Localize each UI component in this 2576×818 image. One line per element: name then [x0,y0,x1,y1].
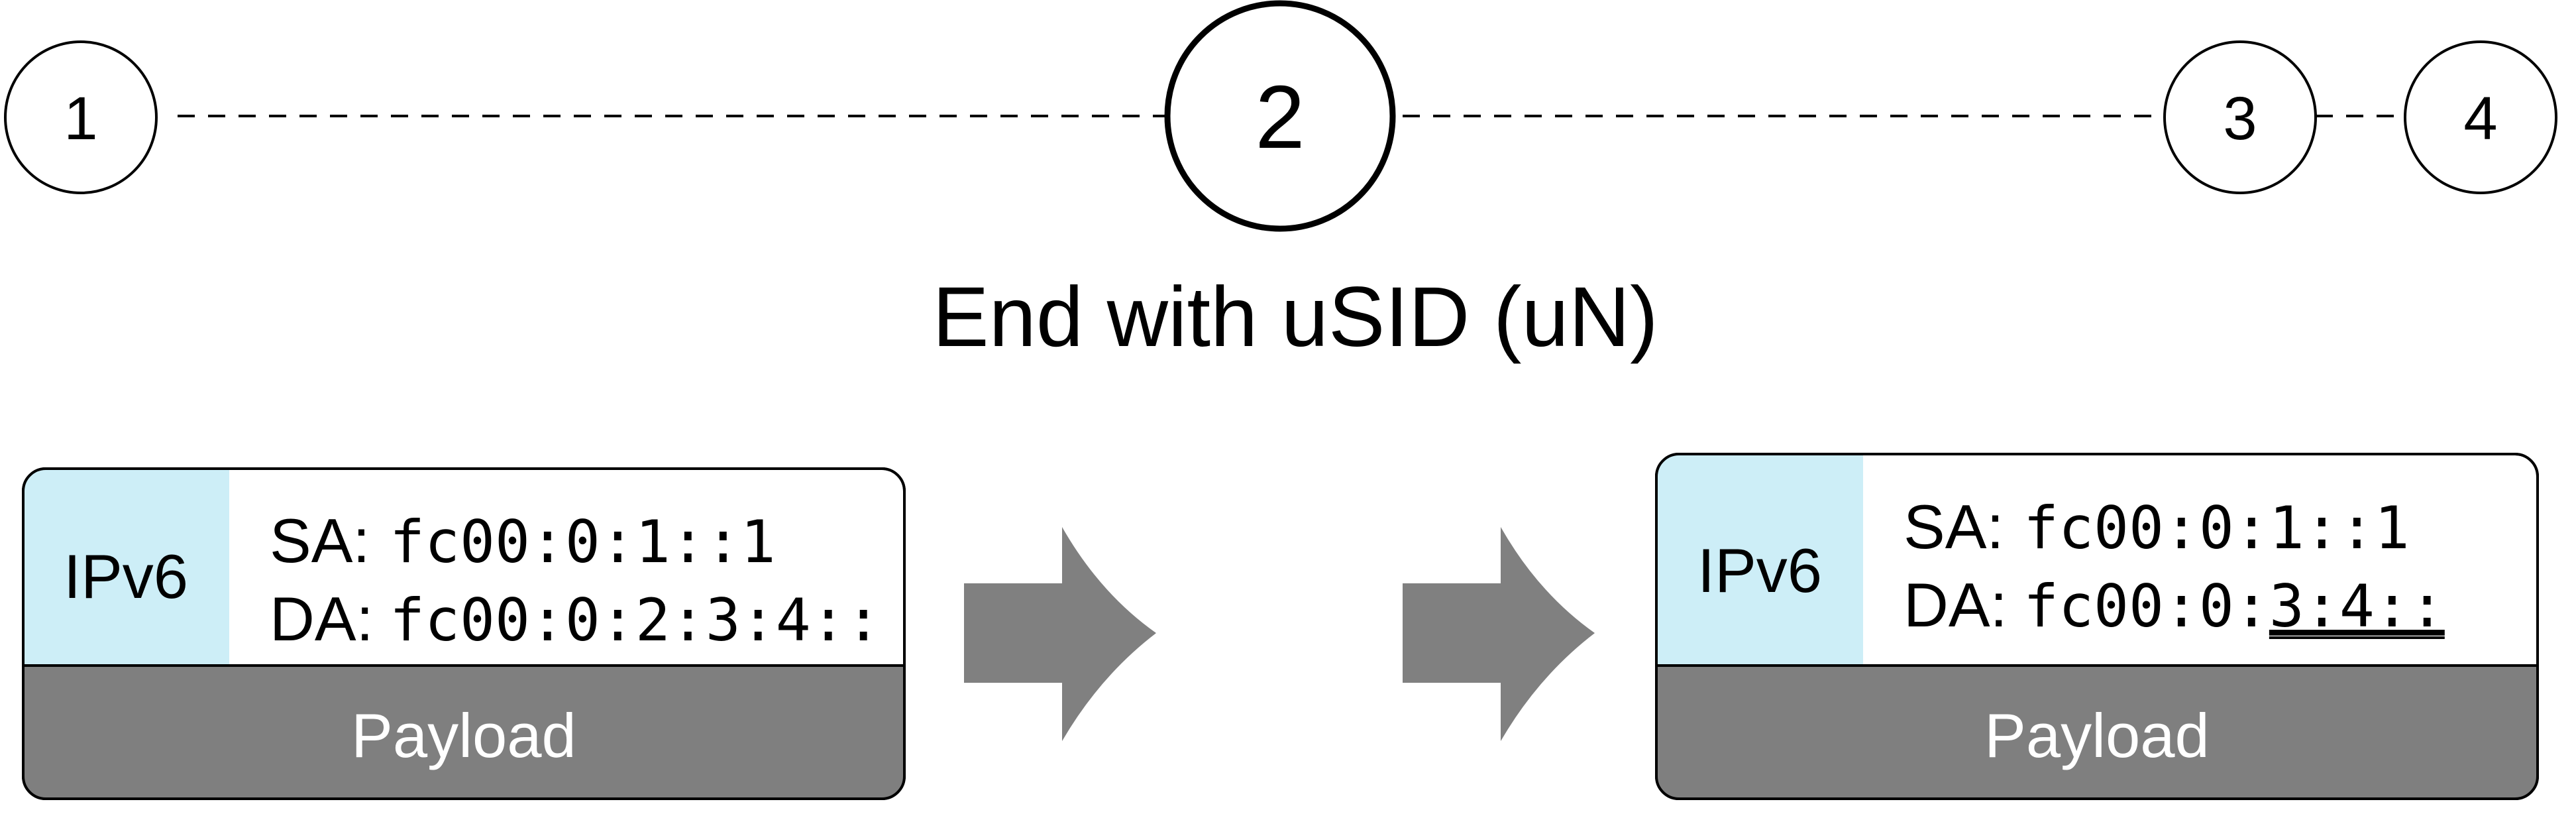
packet-before-payload-label: Payload [351,701,576,770]
packet-after-sa-value: fc00:0:1::1 [2023,494,2410,562]
node-3-label: 3 [2223,85,2257,152]
node-1-circle [4,40,158,194]
packet-before-header-cell [23,469,229,666]
packet-after-header-cell [1656,454,1863,666]
forward-arrow-2 [1403,527,1595,741]
packet-after-da-label: DA: [1904,570,2008,640]
node-4: 4 [2404,40,2557,194]
packet-before-outline-stroke [22,467,906,800]
node-4-circle [2404,40,2557,194]
packet-after-payload-cell [1656,666,2538,799]
packet-before-payload-cell [23,666,904,799]
packet-before: IPv6 SA: fc00:0:1::1 DA: fc00:0:2:3:4:: … [22,467,906,800]
node-1-label: 1 [64,85,97,152]
packet-before-da-label: DA: [270,584,374,654]
node-2-circle [1164,0,1396,232]
node-3-circle [2163,40,2317,194]
packet-after-header-label: IPv6 [1697,536,1822,605]
packet-before-sa-label: SA: [270,506,370,575]
forward-arrow-1 [964,527,1156,741]
node-3: 3 [2163,40,2317,194]
node-4-label: 4 [2463,85,2497,152]
packet-after-payload-label: Payload [1984,701,2210,770]
packet-before-header-label: IPv6 [64,542,188,611]
node-2-label: 2 [1255,67,1305,167]
packet-after-outline-stroke [1655,453,2539,800]
node-2: 2 [1164,0,1396,232]
node-1: 1 [4,40,158,194]
diagram-title: End with uSID (uN) [932,270,1658,365]
packet-after: IPv6 SA: fc00:0:1::1 DA: fc00:0:3:4:: Pa… [1655,453,2539,800]
packet-before-da-value: fc00:0:2:3:4:: [390,586,881,654]
packet-after-da-value: fc00:0:3:4:: [2023,572,2445,640]
packet-after-da-prefix: fc00:0: [2023,572,2269,640]
packet-after-da-shifted: 3:4:: [2269,572,2445,640]
packet-before-sa-value: fc00:0:1::1 [390,508,776,576]
packet-after-sa-label: SA: [1904,492,2004,561]
